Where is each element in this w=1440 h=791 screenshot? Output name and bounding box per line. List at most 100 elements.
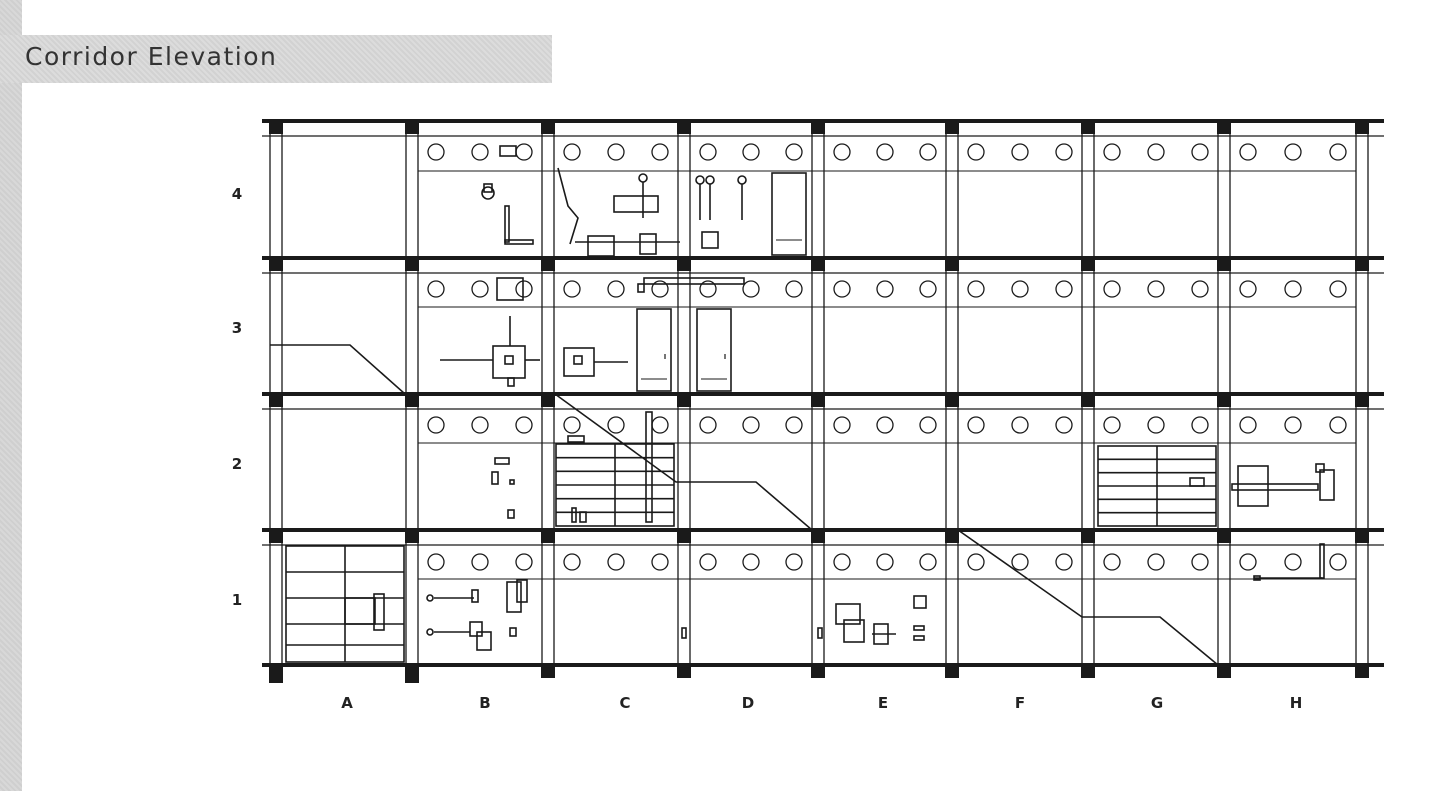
fixture-bracket-icon: [639, 233, 657, 255]
porthole-window-icon: [742, 553, 760, 571]
bay-label: D: [742, 694, 754, 712]
column-capital: [405, 120, 419, 134]
column-capital: [945, 529, 959, 543]
porthole-window-icon: [1011, 143, 1029, 161]
column-capital: [1081, 664, 1095, 678]
column-capital: [541, 120, 555, 134]
porthole-window-icon: [471, 280, 489, 298]
fixture-bracket-icon: [843, 619, 865, 643]
porthole-window-icon: [876, 143, 894, 161]
porthole-window-icon: [1284, 143, 1302, 161]
column-capital: [945, 664, 959, 678]
porthole-window-icon: [471, 553, 489, 571]
porthole-window-icon: [919, 416, 937, 434]
fixture-bracket-icon: [563, 347, 595, 377]
porthole-window-icon: [1055, 143, 1073, 161]
porthole-window-icon: [919, 143, 937, 161]
porthole-window-icon: [1055, 280, 1073, 298]
column-capital: [269, 120, 283, 134]
ladder-line: [557, 167, 579, 245]
fixture-bracket-icon: [1319, 469, 1335, 501]
porthole-window-icon: [1239, 143, 1257, 161]
porthole-window-icon: [967, 143, 985, 161]
floor-label: 2: [232, 455, 242, 473]
porthole-window-icon: [563, 553, 581, 571]
fixture-bracket-icon: [913, 595, 927, 609]
porthole-window-icon: [1191, 143, 1209, 161]
porthole-window-icon: [1239, 416, 1257, 434]
porthole-window-icon: [1329, 143, 1347, 161]
porthole-window-icon: [471, 143, 489, 161]
porthole-window-icon: [1329, 280, 1347, 298]
column-capital: [1217, 664, 1231, 678]
column-capital: [269, 529, 283, 543]
fixture-bracket-icon: [504, 239, 534, 245]
porthole-window-icon: [699, 416, 717, 434]
bay-label: B: [479, 694, 490, 712]
porthole-window-icon: [515, 416, 533, 434]
porthole-window-icon: [1239, 553, 1257, 571]
porthole-window-icon: [1147, 416, 1165, 434]
porthole-windows: [427, 143, 1347, 571]
column-capital: [269, 393, 283, 407]
porthole-window-icon: [1055, 416, 1073, 434]
fixture-bracket-icon: [817, 627, 823, 639]
fixture-bracket-icon: [1189, 477, 1205, 487]
column-capital: [1217, 257, 1231, 271]
column-capital: [945, 393, 959, 407]
interior-fixtures: [285, 145, 1335, 663]
stair-line: [270, 344, 1219, 666]
fixture-bracket-icon: [1231, 483, 1319, 491]
column-capital: [541, 257, 555, 271]
bay-label: G: [1151, 694, 1163, 712]
column-capital: [405, 257, 419, 271]
porthole-window-icon: [699, 553, 717, 571]
fixture-bracket-icon: [681, 627, 687, 639]
porthole-window-icon: [1329, 553, 1347, 571]
column-capital: [1217, 529, 1231, 543]
porthole-window-icon: [563, 280, 581, 298]
column-capital: [677, 393, 691, 407]
porthole-window-icon: [1055, 553, 1073, 571]
porthole-window-icon: [1147, 143, 1165, 161]
column-capital: [1355, 529, 1369, 543]
column-capital: [811, 120, 825, 134]
fixture-bracket-icon: [471, 589, 479, 603]
column-capital: [541, 664, 555, 678]
porthole-window-icon: [651, 416, 669, 434]
porthole-window-icon: [967, 416, 985, 434]
column-capital: [405, 393, 419, 407]
porthole-window-icon: [651, 280, 669, 298]
porthole-window-icon: [515, 280, 533, 298]
fixture-bracket-icon: [516, 579, 528, 603]
fixture-bracket-icon: [579, 511, 587, 523]
column-capital: [1081, 120, 1095, 134]
column-capital: [269, 257, 283, 271]
door-icon: [696, 308, 732, 392]
bay-label: A: [341, 694, 353, 712]
fixture-bracket-icon: [507, 509, 515, 519]
fixture-bracket-icon: [913, 635, 925, 641]
porthole-window-icon: [833, 416, 851, 434]
porthole-window-icon: [1147, 553, 1165, 571]
porthole-window-icon: [967, 553, 985, 571]
fixture-bracket-icon: [492, 345, 526, 379]
porthole-window-icon: [699, 280, 717, 298]
column-capital: [811, 529, 825, 543]
porthole-window-icon: [876, 280, 894, 298]
porthole-window-icon: [699, 143, 717, 161]
porthole-window-icon: [742, 143, 760, 161]
column-footing: [269, 667, 283, 683]
porthole-window-icon: [833, 280, 851, 298]
fixture-box: [344, 597, 376, 625]
structural-frame: [262, 119, 1384, 683]
column-capital: [1081, 393, 1095, 407]
column-capital: [541, 529, 555, 543]
column-capital: [677, 257, 691, 271]
title-band: [0, 35, 552, 83]
porthole-window-icon: [1011, 416, 1029, 434]
door-icon: [771, 172, 807, 256]
column-capital: [677, 664, 691, 678]
porthole-window-icon: [607, 280, 625, 298]
